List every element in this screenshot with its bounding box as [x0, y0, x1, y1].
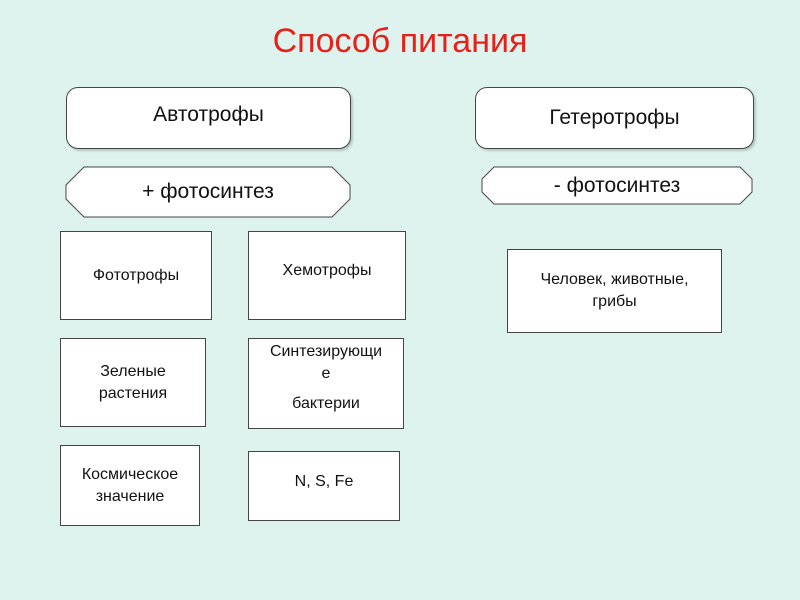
- elements-box: N, S, Fe: [248, 451, 400, 521]
- examples-line-1: Человек, животные,: [540, 271, 689, 288]
- minus-photosynthesis-box: - фотосинтез: [481, 166, 753, 205]
- cosmic-significance-box: Космическое значение: [60, 445, 200, 526]
- plus-photosynthesis-label: + фотосинтез: [142, 180, 274, 203]
- plus-photosynthesis-box: + фотосинтез: [65, 166, 351, 218]
- synthesizing-line-1: Синтезирующи: [269, 343, 383, 360]
- heterotroph-examples-box: Человек, животные, грибы: [507, 249, 722, 333]
- synthesizing-line-2: е: [321, 365, 331, 382]
- heterotrophs-box: Гетеротрофы: [475, 87, 754, 149]
- synthesizing-bacteria-box: Синтезирующи е бактерии: [248, 338, 404, 429]
- chemotrophs-label: Хемотрофы: [282, 261, 372, 279]
- synthesizing-line-3: бактерии: [292, 395, 360, 412]
- phototrophs-label: Фототрофы: [92, 266, 180, 284]
- minus-photosynthesis-label: - фотосинтез: [553, 173, 681, 197]
- green-plants-line-2: растения: [98, 384, 168, 402]
- cosmic-line-2: значение: [95, 487, 165, 505]
- green-plants-box: Зеленые растения: [60, 338, 206, 427]
- diagram-title: Способ питания: [272, 22, 528, 60]
- elements-label: N, S, Fe: [294, 473, 354, 490]
- autotrophs-box: Автотрофы: [66, 87, 351, 149]
- autotrophs-label: Автотрофы: [153, 103, 264, 126]
- green-plants-line-1: Зеленые: [100, 362, 166, 380]
- phototrophs-box: Фототрофы: [60, 231, 212, 320]
- chemotrophs-box: Хемотрофы: [248, 231, 406, 320]
- heterotrophs-label: Гетеротрофы: [549, 106, 680, 129]
- cosmic-line-1: Космическое: [81, 465, 179, 483]
- plus-photosynthesis-shape: [65, 166, 351, 218]
- examples-line-2: грибы: [592, 293, 637, 310]
- minus-photosynthesis-shape: [481, 166, 753, 205]
